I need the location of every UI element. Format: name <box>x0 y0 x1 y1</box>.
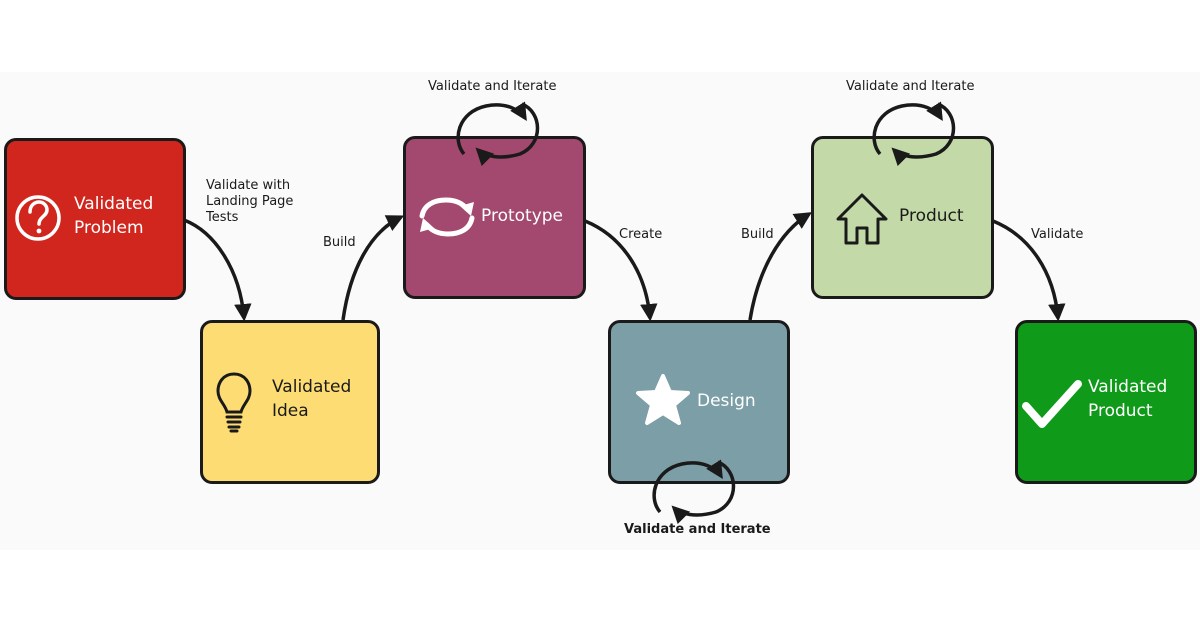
validated-product-label: Validated Product <box>1088 377 1168 421</box>
validated-idea-label: Validated Idea <box>272 377 352 421</box>
edge-label-create: Create <box>619 227 663 242</box>
check-mark-icon <box>1022 380 1082 428</box>
node-prototype <box>403 136 586 299</box>
question-mark-icon <box>15 195 61 241</box>
star-icon <box>636 374 690 425</box>
node-validated-product <box>1015 320 1197 484</box>
design-label: Design <box>697 391 756 411</box>
house-icon <box>836 193 888 245</box>
node-validated-idea <box>200 320 380 484</box>
loop-label-prototype: Validate and Iterate <box>428 79 557 94</box>
node-design <box>608 320 790 484</box>
edge-label-build-product: Build <box>741 227 774 242</box>
refresh-arrows-icon <box>419 197 475 237</box>
validated-problem-label: Validated Problem <box>74 194 154 238</box>
loop-label-product: Validate and Iterate <box>846 79 975 94</box>
edge-label-landing-page-tests: Validate with Landing Page Tests <box>206 178 294 225</box>
edge-label-validate: Validate <box>1031 227 1084 242</box>
prototype-label: Prototype <box>481 206 564 226</box>
loop-label-design: Validate and Iterate <box>624 522 771 537</box>
node-validated-problem <box>4 138 186 300</box>
product-label: Product <box>899 206 964 226</box>
edge-label-build-prototype: Build <box>323 235 356 250</box>
light-bulb-icon <box>216 372 252 433</box>
